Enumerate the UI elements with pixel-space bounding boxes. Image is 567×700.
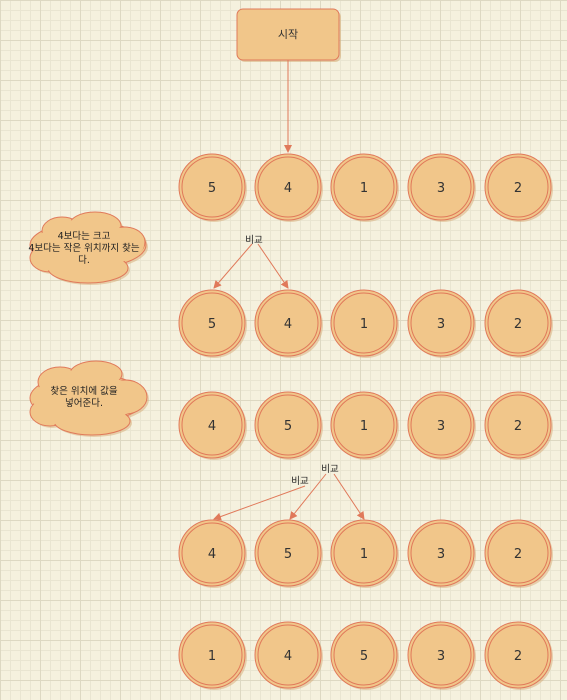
array-node-value: 3 (437, 419, 445, 434)
note-1-line-1: 4보다는 크고 (58, 231, 111, 242)
compare-edge-right (257, 243, 289, 289)
array-node: 3 (407, 153, 476, 222)
edge-label-compare-2b: 비교 (321, 464, 339, 475)
array-node-value: 3 (437, 181, 445, 196)
array-node-value: 1 (360, 181, 368, 196)
edge-label-compare-2a: 비교 (291, 476, 309, 487)
array-node-value: 2 (514, 317, 522, 332)
array-node-value: 1 (360, 317, 368, 332)
array-node-value: 2 (514, 419, 522, 434)
array-rows: 5 4 1 3 2 5 4 1 3 2 4 5 1 3 2 4 5 1 3 2 1 4 5 3 2 (178, 153, 553, 690)
array-node-value: 3 (437, 547, 445, 562)
array-node: 4 (254, 153, 323, 222)
start-label: 시작 (278, 28, 298, 41)
array-row: 4 5 1 3 2 (178, 519, 553, 588)
array-node: 2 (484, 621, 553, 690)
array-node: 1 (178, 621, 247, 690)
array-node-value: 3 (437, 317, 445, 332)
array-node-value: 4 (284, 317, 292, 332)
edge-label-compare-1: 비교 (245, 235, 263, 246)
array-node: 2 (484, 289, 553, 358)
array-row: 1 4 5 3 2 (178, 621, 553, 690)
array-node-value: 3 (437, 649, 445, 664)
array-node-value: 2 (514, 649, 522, 664)
array-node: 5 (254, 391, 323, 460)
compare-edge-left (213, 243, 253, 289)
array-node-value: 2 (514, 181, 522, 196)
array-node: 1 (330, 519, 399, 588)
note-1-line-3: 다. (78, 255, 90, 266)
array-node: 1 (330, 289, 399, 358)
array-node-value: 1 (360, 419, 368, 434)
edges: 비교 비교 비교 (213, 60, 365, 521)
array-node: 5 (330, 621, 399, 690)
array-node: 3 (407, 621, 476, 690)
start-node: 시작 (236, 8, 341, 62)
array-row: 5 4 1 3 2 (178, 289, 553, 358)
note-1-line-2: 4보다는 작은 위치까지 찾는 (28, 242, 140, 254)
compare-edge-b (289, 473, 327, 520)
array-node: 4 (254, 621, 323, 690)
array-row: 4 5 1 3 2 (178, 391, 553, 460)
array-node: 5 (178, 289, 247, 358)
array-node: 3 (407, 289, 476, 358)
array-node-value: 5 (208, 181, 216, 196)
array-node-value: 5 (360, 649, 368, 664)
array-node-value: 5 (208, 317, 216, 332)
array-node: 4 (178, 391, 247, 460)
compare-edge-a (213, 485, 306, 521)
array-node-value: 4 (208, 419, 216, 434)
compare-edge-c (333, 473, 365, 520)
array-node: 1 (330, 153, 399, 222)
array-node: 1 (330, 391, 399, 460)
note-cloud-2: 찾은 위치에 값을 넣어준다. (29, 360, 149, 437)
array-node: 5 (254, 519, 323, 588)
note-cloud-1: 4보다는 크고 4보다는 작은 위치까지 찾는 다. (28, 211, 148, 285)
note-2-line-1: 찾은 위치에 값을 (50, 385, 117, 397)
array-node-value: 5 (284, 419, 292, 434)
array-node-value: 2 (514, 547, 522, 562)
array-node: 5 (178, 153, 247, 222)
array-node-value: 1 (360, 547, 368, 562)
array-node: 2 (484, 519, 553, 588)
array-node: 4 (178, 519, 247, 588)
array-node-value: 4 (284, 181, 292, 196)
array-node: 3 (407, 391, 476, 460)
array-node: 2 (484, 153, 553, 222)
array-node: 2 (484, 391, 553, 460)
array-node-value: 4 (208, 547, 216, 562)
note-2-line-2: 넣어준다. (65, 398, 103, 409)
array-node: 3 (407, 519, 476, 588)
array-node: 4 (254, 289, 323, 358)
array-node-value: 4 (284, 649, 292, 664)
array-row: 5 4 1 3 2 (178, 153, 553, 222)
array-node-value: 1 (208, 649, 216, 664)
array-node-value: 5 (284, 547, 292, 562)
